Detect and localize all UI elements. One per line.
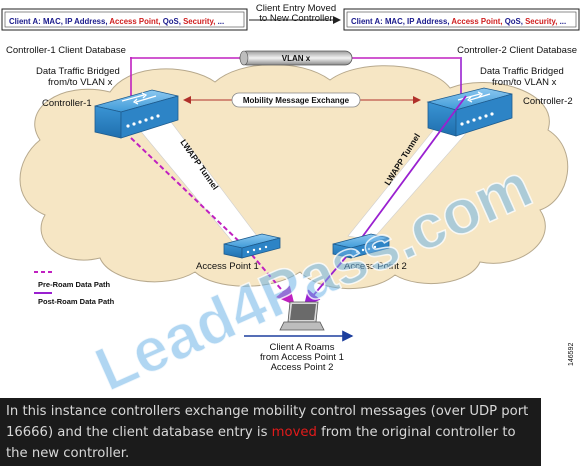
bridged-right-line2: from/to VLAN x	[492, 77, 557, 88]
post-roam-path-lower	[303, 249, 353, 307]
figure-id: 146592	[568, 343, 575, 366]
db-left-field: QoS,	[163, 17, 183, 26]
caption-text-part2: from the original controller to the new …	[6, 425, 516, 461]
controller2-db-label: Controller-2 Client Database	[457, 45, 577, 56]
db-right-field: IP Address,	[407, 17, 451, 26]
db-left-field: MAC,	[43, 17, 65, 26]
side-strip	[541, 398, 582, 466]
entry-moved-line2: to New Controller	[259, 13, 332, 24]
controller2-label: Controller-2	[523, 96, 573, 107]
svg-text:Client A:: Client A: MAC, IP Address, Access Point,…	[351, 17, 566, 26]
controller1-label: Controller-1	[42, 98, 92, 109]
access-point2-device	[332, 233, 390, 259]
controller2-database-box: Client A: MAC, IP Address, Access Point,…	[343, 8, 580, 31]
db-right-field: Access Point,	[451, 17, 504, 26]
mobility-box	[231, 92, 361, 108]
db-left-field: Access Point,	[109, 17, 162, 26]
wireless-roaming-diagram: Client A: MAC, IP Address, Access Point,…	[1, 3, 580, 405]
controller1-db-label: Controller-1 Client Database	[6, 45, 126, 56]
bridged-left-line1: Data Traffic Bridged	[36, 66, 120, 77]
roam-line3: Access Point 2	[271, 362, 334, 373]
vlan-label: VLAN x	[282, 54, 311, 63]
svg-text:Client A:: Client A: MAC, IP Address, Access Point,…	[9, 17, 224, 26]
roam-line2: from Access Point 1	[260, 352, 344, 363]
caption-text-part1: In this instance controllers exchange mo…	[6, 404, 529, 440]
db-right-client: Client A:	[351, 17, 383, 26]
roam-line1: Client A Roams	[270, 342, 335, 353]
db-right-field: Security,	[525, 17, 560, 26]
caption-panel: In this instance controllers exchange mo…	[0, 398, 541, 466]
mobility-label: Mobility Message Exchange	[243, 96, 350, 105]
db-right-field: ...	[560, 17, 567, 26]
bridged-right-line1: Data Traffic Bridged	[480, 66, 564, 77]
controller2-device	[426, 87, 513, 137]
client-laptop-icon	[279, 301, 325, 331]
db-left-client: Client A:	[9, 17, 41, 26]
db-left-field: IP Address,	[65, 17, 109, 26]
legend-post-roam-label: Post-Roam Data Path	[38, 297, 115, 306]
caption-highlight: moved	[271, 425, 317, 440]
legend-pre-roam-label: Pre-Roam Data Path	[38, 280, 111, 289]
controller1-database-box: Client A: MAC, IP Address, Access Point,…	[1, 8, 248, 31]
vlan-pipe: VLAN x	[239, 50, 353, 66]
post-roam-path-upper	[359, 95, 467, 241]
db-left-field: Security,	[183, 17, 218, 26]
access-point1-device	[223, 233, 281, 259]
db-left-field: ...	[218, 17, 225, 26]
entry-moved-line1: Client Entry Moved	[256, 3, 336, 14]
controller1-device	[94, 89, 179, 139]
access-point2-label: Access Point 2	[344, 261, 407, 272]
db-right-field: MAC,	[385, 17, 407, 26]
access-point1-label: Access Point 1	[196, 261, 259, 272]
bridged-left-line2: from/to VLAN x	[48, 77, 113, 88]
db-right-field: QoS,	[505, 17, 525, 26]
